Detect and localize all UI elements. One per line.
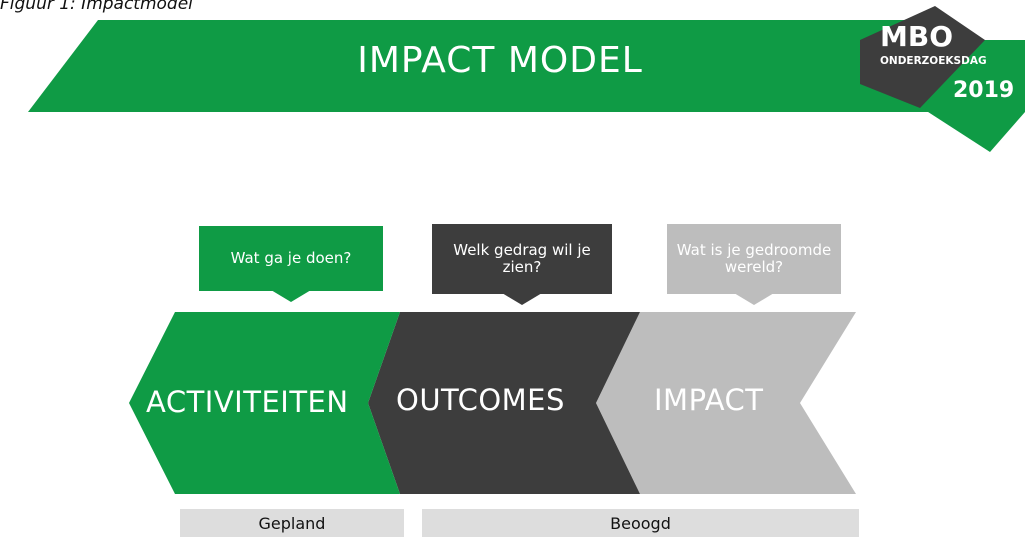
figure-caption: Figuur 1: Impactmodel bbox=[0, 0, 193, 14]
logo-dark-badge bbox=[860, 6, 985, 108]
question-bubble-activities bbox=[199, 226, 383, 302]
banner-shape bbox=[28, 20, 1000, 112]
question-impact: Wat is je gedroomde wereld? bbox=[676, 240, 832, 276]
stage-label-impact: IMPACT bbox=[654, 383, 764, 417]
logo-year: 2019 bbox=[953, 78, 1015, 103]
question-bubble-outcomes bbox=[432, 224, 612, 305]
stage-chevron-activities bbox=[129, 312, 400, 494]
stage-chevron-impact bbox=[596, 312, 856, 494]
question-bubble-impact bbox=[667, 224, 841, 305]
logo-mbo-text: MBO bbox=[880, 20, 954, 53]
question-activities: Wat ga je doen? bbox=[230, 248, 352, 267]
logo-subtitle: ONDERZOEKSDAG bbox=[880, 55, 987, 67]
stage-label-activities: ACTIVITEITEN bbox=[146, 385, 349, 419]
stage-label-outcomes: OUTCOMES bbox=[396, 383, 565, 417]
question-outcomes: Welk gedrag wil je zien? bbox=[453, 240, 591, 276]
stage-chevron-outcomes bbox=[368, 312, 640, 494]
bar-intended: Beoogd bbox=[422, 509, 859, 537]
banner-title: IMPACT MODEL bbox=[357, 40, 643, 81]
bar-planned: Gepland bbox=[180, 509, 404, 537]
